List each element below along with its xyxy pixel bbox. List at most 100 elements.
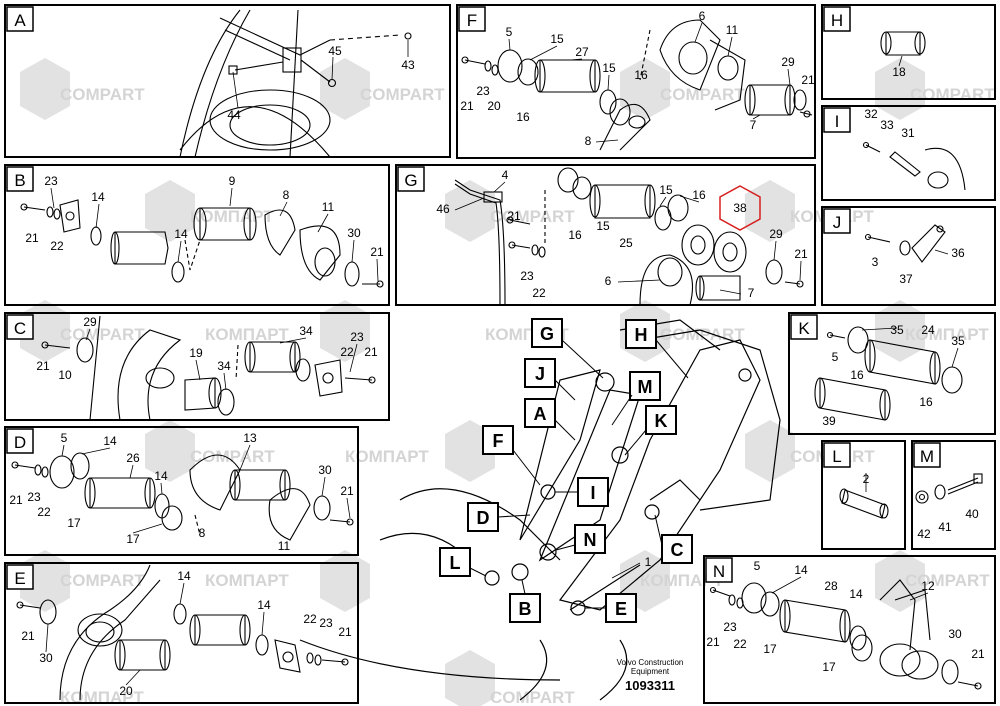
panel-letter: I [835,112,840,131]
panel-letter-box [6,6,34,32]
panel-letter: K [798,319,810,338]
callout-N[interactable]: N [555,524,606,554]
callout-label: L [450,553,461,573]
callout-label: I [590,483,595,503]
callout-label: F [493,431,504,451]
part-number: 34 [217,359,231,373]
part-number: 14 [174,227,188,241]
part-number: 13 [243,431,257,445]
panel-N [703,555,996,704]
watermark-text: КОМПАРТ [205,571,289,590]
callout-A[interactable]: A [524,398,576,441]
callout-D[interactable]: D [467,502,531,532]
part-number: 17 [763,642,777,656]
part-number: 19 [189,346,203,360]
callout-I[interactable]: I [555,477,609,507]
part-number: 3 [872,255,879,269]
part-number: 8 [199,526,206,540]
panel-letter-box [790,314,818,340]
part-number: 21 [794,247,808,261]
watermark-text: COMPART [190,447,275,466]
part-number: 40 [965,507,979,521]
part-number: 7 [748,286,755,300]
part-number: 30 [39,651,53,665]
callout-H[interactable]: H [625,319,689,379]
part-number: 34 [299,324,313,338]
part-number: 17 [67,516,81,530]
part-number: 9 [229,174,236,188]
part-number: 25 [619,236,633,250]
panel-frame [821,206,996,306]
panel-C [4,312,390,421]
part-number: 22 [340,345,354,359]
part-number: 21 [364,345,378,359]
part-number: 5 [754,559,761,573]
part-number: 26 [126,451,140,465]
panel-letter-box [823,107,851,133]
part-number: 21 [9,493,23,507]
panel-frame [821,105,996,201]
panel-E [4,562,359,704]
part-number: 21 [370,245,384,259]
drawing-number: 1093311 [625,678,675,693]
part-number: 32 [864,107,878,121]
part-number: 14 [257,598,271,612]
part-number: 21 [338,625,352,639]
part-number: 18 [892,65,906,79]
callout-label: K [655,411,668,431]
panel-letter: F [467,11,477,30]
part-number: 33 [880,118,894,132]
stamp-line-1: Volvo Construction [617,658,684,667]
callout-E[interactable]: E [585,593,637,623]
watermark-text: КОМПАРТ [60,688,144,706]
part-number: 23 [44,174,58,188]
callout-K[interactable]: K [624,405,677,456]
panel-frame [4,426,359,556]
callout-label: A [534,404,547,424]
part-number: 21 [460,99,474,113]
panel-B [4,164,390,306]
part-number: 17 [822,660,836,674]
part-number: 16 [634,68,648,82]
callout-label: J [535,364,545,384]
part-number: 23 [319,616,333,630]
callout-G[interactable]: G [531,318,604,379]
watermark-text: COMPART [660,325,745,344]
part-number: 11 [278,539,291,553]
panel-frame [4,562,359,704]
part-number: 20 [119,684,133,698]
panel-F [456,4,816,159]
part-numbers: 43 45 44 23 21 22 14 14 9 8 11 30 21 29 … [9,9,985,698]
part-number: 23 [350,330,364,344]
part-number: 6 [699,9,706,23]
part-number: 23 [476,84,490,98]
part-number: 22 [303,612,317,626]
part-number: 22 [733,637,747,651]
part-number: 37 [899,272,913,286]
highlight-hexagon [719,185,761,231]
callout-C[interactable]: C [654,514,693,564]
leader-lines [45,22,959,686]
panel-K [788,312,996,435]
part-number: 29 [781,55,795,69]
part-number: 16 [516,110,530,124]
part-number: 6 [605,274,612,288]
callout-label: H [635,325,648,345]
part-number: 39 [822,414,836,428]
callout-M[interactable]: M [611,371,661,426]
part-number: 27 [575,45,589,59]
part-number: 21 [21,629,35,643]
panel-G [395,164,816,306]
callout-label: G [540,324,554,344]
part-number: 21 [25,231,39,245]
watermark-text: КОМПАРТ [345,447,429,466]
panel-A [4,4,451,158]
callout-L[interactable]: L [439,547,487,577]
panel-frame [4,4,451,158]
callout-J[interactable]: J [524,358,576,401]
callout-B[interactable]: B [509,579,541,623]
panel-H [821,4,996,100]
callout-F[interactable]: F [482,425,541,486]
part-number: 14 [849,587,863,601]
